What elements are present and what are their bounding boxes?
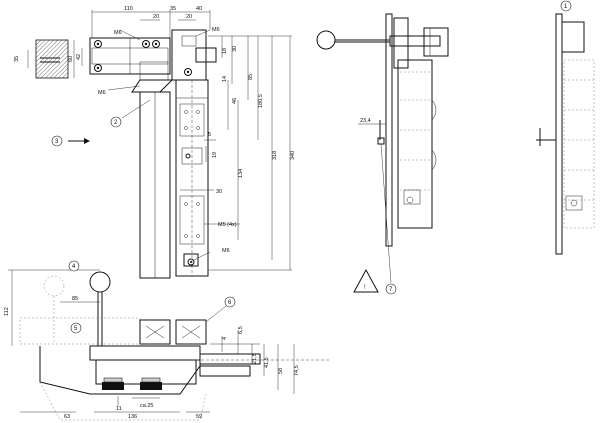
side-view: 23,4 7 ! (316, 13, 449, 295)
rear-plate (555, 13, 563, 255)
callout-2: 2 (114, 120, 118, 126)
callout-4: 4 (72, 264, 76, 270)
callout-3: 3 (55, 139, 59, 145)
dim-59: 59 (196, 414, 202, 420)
dim-19: 19 (212, 152, 218, 158)
dim-4: 4 (222, 337, 228, 340)
dim-180-5: 180,5 (258, 94, 264, 108)
top-view: 110 20 35 20 40 35 60 42 30 18 14 85 46 … (14, 6, 296, 279)
dim-35-left: 35 (14, 56, 20, 62)
dim-110: 110 (124, 6, 133, 12)
dim-85: 85 (248, 74, 254, 80)
dim-318: 318 (272, 151, 278, 160)
warning-mark: ! (364, 285, 366, 291)
dim-6-5: 6,5 (238, 326, 244, 334)
dim-340: 340 (290, 151, 296, 160)
dim-30-w: 30 (216, 189, 222, 195)
label-m6-d: M6 (222, 248, 230, 254)
dim-5: 5 (208, 132, 211, 138)
callout-5: 5 (74, 326, 78, 332)
dim-60: 60 (68, 56, 74, 62)
dim-14: 14 (222, 76, 228, 82)
front-view: 112 85 4 6,5 21,5 41,5 58 74,5 11 ca.25 … (4, 260, 330, 421)
dim-21-5: 21,5 (252, 353, 258, 364)
lever-knob-side (316, 30, 336, 50)
dim-112: 112 (4, 307, 10, 316)
label-m5: M5 (4x) (218, 222, 237, 228)
workpiece-section (35, 39, 69, 79)
dim-58: 58 (278, 368, 284, 374)
dim-23-4: 23,4 (360, 118, 371, 124)
dim-18: 18 (222, 48, 228, 54)
dim-20a: 20 (153, 14, 159, 20)
label-m6-c: M6 (98, 90, 106, 96)
dim-ca25: ca.25 (140, 403, 153, 409)
clamp-pad-left (102, 382, 124, 390)
dim-136: 136 (128, 414, 137, 420)
callout-7: 7 (389, 287, 393, 293)
callout-1: 1 (564, 4, 568, 10)
label-m6-a: M6 (114, 30, 122, 36)
clamp-pad-right (140, 382, 162, 390)
dim-74-5: 74,5 (294, 365, 300, 376)
dim-11: 11 (116, 406, 122, 412)
dim-40: 40 (196, 6, 202, 12)
dim-41-5: 41,5 (264, 357, 270, 368)
dim-134: 134 (238, 169, 244, 178)
dim-30: 30 (232, 46, 238, 52)
dim-42: 42 (76, 54, 82, 60)
dim-63: 63 (64, 414, 70, 420)
side-plate (385, 13, 393, 247)
lever-knob-front (89, 271, 111, 293)
dim-20b: 20 (186, 14, 192, 20)
rear-view: 1 (536, 0, 595, 255)
warning-triangle (353, 268, 379, 293)
dim-35: 35 (170, 6, 176, 12)
dim-46: 46 (232, 98, 238, 104)
callout-6: 6 (228, 300, 232, 306)
dim-85-front: 85 (72, 296, 78, 302)
label-m6-b: M6 (212, 27, 220, 33)
